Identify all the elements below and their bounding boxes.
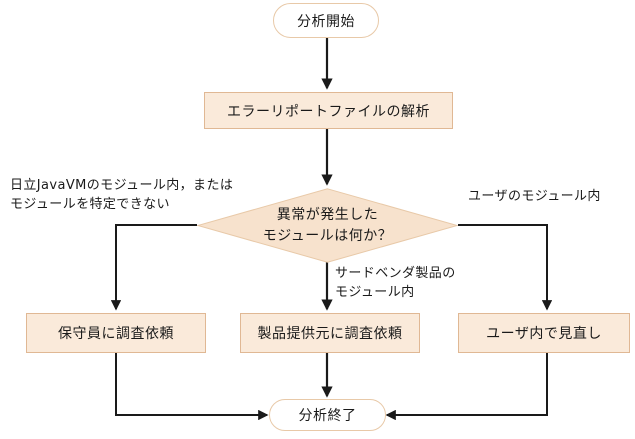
edge-label-left-line1: 日立JavaVMのモジュール内，または — [10, 178, 234, 193]
decision-diamond-shape — [197, 188, 458, 263]
node-user-review[interactable]: ユーザ内で見直し — [458, 313, 630, 353]
node-parse-report-label: エラーリポートファイルの解析 — [227, 103, 430, 120]
node-start-label: 分析開始 — [297, 13, 355, 30]
node-vendor[interactable]: 製品提供元に調査依頼 — [240, 313, 420, 353]
node-decision-label: 異常が発生した モジュールは何か？ — [197, 188, 458, 263]
edge-maintainer-to-end — [115, 353, 269, 421]
edge-label-right: ユーザのモジュール内 — [468, 188, 601, 207]
node-parse-report[interactable]: エラーリポートファイルの解析 — [204, 92, 453, 129]
edge-label-right-line1: ユーザのモジュール内 — [468, 189, 601, 204]
edge-label-left: 日立JavaVMのモジュール内，または モジュールを特定できない — [10, 177, 233, 215]
edge-label-center: サードベンダ製品の モジュール内 — [335, 265, 456, 303]
node-decision[interactable]: 異常が発生した モジュールは何か？ — [197, 188, 458, 263]
node-end-label: 分析終了 — [298, 408, 357, 424]
edge-decision-to-user-review — [458, 224, 553, 311]
node-decision-label-line2: モジュールは何か？ — [262, 227, 393, 244]
edge-user-review-to-end — [385, 353, 548, 421]
node-end[interactable]: 分析終了 — [269, 399, 386, 431]
node-maintainer[interactable]: 保守員に調査依頼 — [26, 313, 206, 353]
edge-decision-to-maintainer — [110, 224, 197, 311]
edge-label-center-line1: サードベンダ製品の — [335, 266, 456, 281]
node-start[interactable]: 分析開始 — [273, 3, 379, 38]
node-vendor-label: 製品提供元に調査依頼 — [257, 326, 403, 342]
node-user-review-label: ユーザ内で見直し — [486, 326, 602, 342]
node-decision-label-line1: 異常が発生した — [276, 207, 379, 224]
edge-label-center-line2: モジュール内 — [335, 284, 415, 300]
node-maintainer-label: 保守員に調査依頼 — [58, 326, 174, 342]
edge-label-left-line2: モジュールを特定できない — [10, 196, 170, 212]
